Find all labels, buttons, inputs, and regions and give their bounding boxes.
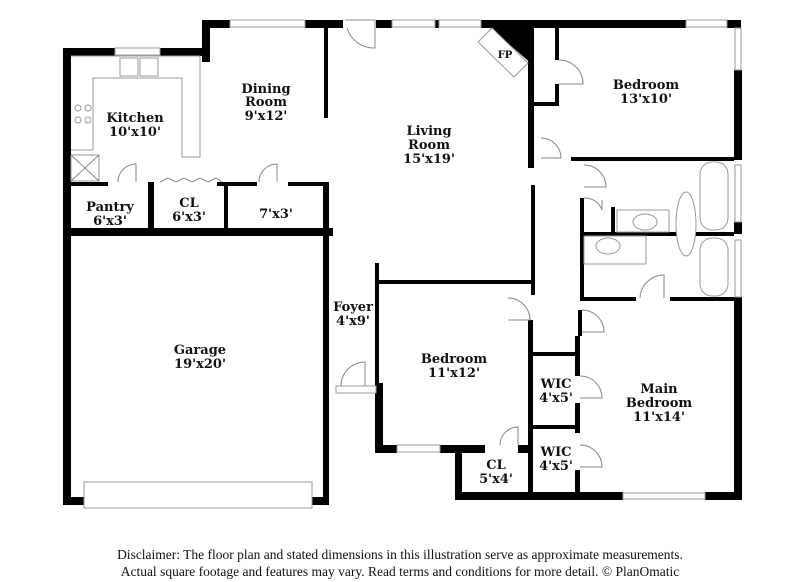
room-dims: 4'x5' bbox=[539, 459, 573, 474]
walls bbox=[63, 20, 742, 505]
room-name: Foyer bbox=[333, 300, 373, 315]
room-foyer: Foyer 4'x9' bbox=[333, 300, 373, 329]
room-name: Dining bbox=[241, 82, 290, 97]
fireplace-icon bbox=[477, 27, 529, 78]
room-wic-1: WIC 4'x5' bbox=[539, 377, 573, 406]
room-name: Kitchen bbox=[106, 111, 164, 126]
doors bbox=[117, 19, 665, 468]
room-name: CL bbox=[486, 458, 506, 473]
room-name: Garage bbox=[174, 343, 226, 358]
room-dims: 6'x3' bbox=[172, 210, 206, 225]
disclaimer-line-1: Disclaimer: The floor plan and stated di… bbox=[117, 547, 683, 562]
sink-icon bbox=[119, 57, 139, 77]
room-dims: 4'x9' bbox=[336, 314, 370, 329]
room-name: WIC bbox=[539, 445, 571, 460]
room-labels: Kitchen 10'x10' Dining Room 9'x12' Livin… bbox=[86, 50, 692, 487]
room-name: Room bbox=[408, 138, 450, 153]
fixtures bbox=[70, 27, 729, 297]
room-dims: 4'x5' bbox=[539, 391, 573, 406]
room-name: Living bbox=[406, 124, 451, 139]
room-dims: 10'x10' bbox=[109, 125, 161, 140]
room-dims: 15'x19' bbox=[403, 152, 455, 167]
room-garage: Garage 19'x20' bbox=[174, 343, 226, 372]
room-living: Living Room 15'x19' bbox=[403, 124, 455, 167]
disclaimer-line-2: Actual square footage and features may v… bbox=[120, 564, 680, 579]
room-dims: 11'x12' bbox=[428, 366, 480, 381]
disclaimer: Disclaimer: The floor plan and stated di… bbox=[0, 546, 800, 580]
room-wic-2: WIC 4'x5' bbox=[539, 445, 573, 474]
room-name: Bedroom bbox=[626, 396, 693, 411]
room-dining: Dining Room 9'x12' bbox=[241, 82, 290, 124]
room-dims: 6'x3' bbox=[93, 214, 127, 229]
room-name: WIC bbox=[539, 377, 571, 392]
room-dims: 13'x10' bbox=[620, 92, 672, 107]
windows bbox=[83, 19, 742, 509]
room-bedroom-ne: Bedroom 13'x10' bbox=[613, 78, 680, 107]
room-name: CL bbox=[179, 196, 199, 211]
room-dims: 19'x20' bbox=[174, 357, 226, 372]
room-name: Main bbox=[640, 382, 678, 397]
room-closet-laundry: CL 6'x3' bbox=[172, 196, 206, 225]
room-dims: 11'x14' bbox=[633, 410, 685, 425]
room-name: Bedroom bbox=[421, 352, 488, 367]
room-name: Room bbox=[245, 95, 287, 110]
room-closet-bedroom: CL 5'x4' bbox=[479, 458, 513, 487]
room-dims: 5'x4' bbox=[479, 472, 513, 487]
fireplace-label: FP bbox=[498, 50, 513, 61]
room-name: Pantry bbox=[86, 200, 134, 215]
room-name: Bedroom bbox=[613, 78, 680, 93]
room-hall: 7'x3' bbox=[259, 207, 293, 222]
room-kitchen: Kitchen 10'x10' bbox=[106, 111, 164, 140]
room-dims: 9'x12' bbox=[245, 109, 288, 124]
floor-plan: Kitchen 10'x10' Dining Room 9'x12' Livin… bbox=[63, 19, 742, 509]
room-dims: 7'x3' bbox=[259, 207, 293, 222]
room-bedroom-s: Bedroom 11'x12' bbox=[421, 352, 488, 381]
room-pantry: Pantry 6'x3' bbox=[86, 200, 134, 229]
room-main-bedroom: Main Bedroom 11'x14' bbox=[626, 382, 693, 425]
